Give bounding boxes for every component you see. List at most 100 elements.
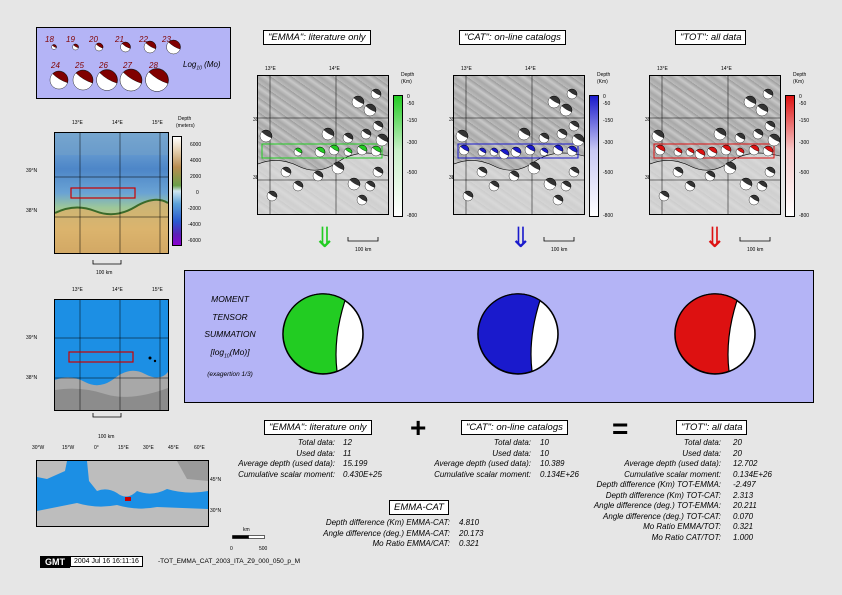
panel-white-beachball (370, 88, 382, 100)
tot-label-10: Mo Ratio CAT/TOT: (651, 532, 721, 542)
panel-white-beachball (476, 166, 488, 178)
lm1-overlay (55, 133, 168, 253)
panel-colored-beachball (356, 144, 368, 156)
panel-colored-beachball (510, 146, 522, 158)
panel-1-depth-label-1: Depth (401, 72, 415, 78)
panel-colored-beachball (552, 144, 564, 156)
panel-3-overlay (650, 76, 780, 214)
tot-value-8: 0.070 (733, 511, 754, 521)
panel-3-depth-tick-2: -50 (799, 101, 807, 107)
summation-line-2: TENSOR (212, 311, 248, 322)
tot-label-5: Depth difference (Km) TOT-EMMA: (596, 480, 721, 489)
lm1-scale-label: 100 km (96, 270, 113, 276)
tot-label-6: Depth difference (Km) TOT-CAT: (605, 490, 721, 500)
legend-beachball (166, 39, 181, 55)
panel-white-beachball (552, 194, 564, 206)
left-map-1: 13°E 14°E 15°E 39°N 38°N Depth (meters) … (26, 110, 216, 280)
panel-2-depth-tick-4: -300 (603, 140, 614, 146)
plus-sign: + (410, 412, 427, 443)
lm3-lon-2: 15°W (62, 445, 75, 451)
panel-title-3: "TOT": all data (675, 30, 747, 45)
panel-white-beachball (767, 133, 780, 147)
tot-value-9: 0.321 (733, 522, 754, 531)
emma-cat-title: EMMA-CAT (389, 500, 449, 515)
tot-value-2: 20 (733, 448, 742, 458)
panel-colored-beachball (654, 144, 666, 156)
panel-colored-beachball (343, 147, 353, 157)
emma-label-3: Average depth (used data): (238, 459, 335, 468)
panel-2-overlay (454, 76, 584, 214)
tot-value-7: 20.211 (733, 501, 757, 510)
tot-value-3: 12.702 (733, 459, 758, 468)
panel-3-depth-tick-1: 0 (799, 94, 802, 100)
panel-1-depth-label-2: (Km) (401, 79, 412, 85)
panel-1-depth-colorbar (393, 95, 403, 217)
lm3-lon-3: 0° (94, 445, 99, 451)
panel-colored-beachball (685, 147, 695, 157)
panel-2-scale-bar (543, 237, 575, 242)
panel-white-beachball (363, 103, 377, 117)
panel-1-depth-tick-6: -800 (407, 213, 418, 219)
summation-line-3: SUMMATION (204, 329, 256, 339)
summation-beachball-2 (477, 293, 559, 375)
legend-number: 23 (161, 35, 171, 44)
left-map-3: 30°W 15°W 0° 15°E 30°E 45°E 60°E 45°N 30… (26, 440, 221, 560)
panel-white-beachball (560, 180, 572, 192)
panel-white-beachball (312, 170, 324, 182)
panel-2-map (453, 75, 585, 215)
emmacat-value-3: 0.321 (459, 539, 480, 548)
legend-beachball (72, 43, 79, 51)
panel-colored-beachball (735, 147, 745, 157)
panel-2-depth-tick-3: -150 (603, 118, 614, 124)
legend-number: 25 (74, 61, 84, 70)
panel-white-beachball (566, 88, 578, 100)
emma-value-1: 12 (343, 438, 352, 447)
legend-number: 24 (50, 61, 60, 70)
legend-beachball (119, 68, 143, 92)
panel-2-depth-tick-1: 0 (603, 94, 606, 100)
panel-white-beachball (568, 120, 580, 132)
panel-2-arrow: ⇓ (509, 222, 533, 253)
panel-colored-beachball (720, 144, 732, 156)
tot-value-5: -2.497 (733, 480, 756, 489)
panel-3-depth-tick-5: -500 (799, 170, 810, 176)
magnitude-legend-label: Log10 (Mo) (183, 60, 221, 72)
panel-colored-beachball (498, 148, 510, 160)
lm1-scale-bar (92, 260, 122, 265)
tot-label-2: Used data: (682, 448, 721, 458)
panel-1-depth-tick-2: -50 (407, 101, 415, 107)
lm2-scale-label: 100 km (98, 434, 115, 440)
lm1-lon-2: 14°E (112, 120, 123, 126)
tot-label-9: Mo Ratio EMMA/TOT: (643, 522, 721, 531)
summation-beachball-3 (674, 293, 756, 375)
lm3-lon-7: 60°E (194, 445, 205, 451)
lm2-scale-bar (92, 413, 122, 418)
lm1-depth-tick-2: 4000 (190, 158, 202, 164)
panel-white-beachball (455, 129, 469, 143)
emmacat-label-1: Depth difference (Km) EMMA-CAT: (325, 518, 450, 527)
panel-2-lon-1: 13°E (461, 66, 472, 72)
panel-colored-beachball (748, 144, 760, 156)
cat-stats-title: "CAT": on-line catalogs (461, 420, 568, 435)
left-map-2: 13°E 14°E 15°E 39°N 38°N 100 km (26, 287, 196, 440)
panel-1-scale-label: 100 km (355, 247, 372, 253)
lm1-lat-2: 38°N (26, 208, 38, 214)
lm3-lat-2: 30°N (210, 508, 222, 514)
lm2-overlay (55, 300, 168, 410)
panel-colored-beachball (762, 145, 774, 157)
tot-value-1: 20 (733, 438, 742, 447)
panel-white-beachball (356, 194, 368, 206)
panel-white-beachball (571, 133, 584, 147)
lm1-relief-map (54, 132, 169, 254)
emma-label-4: Cumulative scalar moment: (238, 469, 335, 479)
panel-3-arrow: ⇓ (703, 222, 727, 253)
panel-3-depth-tick-3: -150 (799, 118, 810, 124)
panel-1-arrow: ⇓ (313, 222, 337, 253)
panel-white-beachball (347, 177, 361, 191)
panel-white-beachball (351, 95, 365, 109)
panel-2-depth-tick-6: -800 (603, 213, 614, 219)
panel-white-beachball (488, 180, 500, 192)
panel-white-beachball (556, 128, 568, 140)
